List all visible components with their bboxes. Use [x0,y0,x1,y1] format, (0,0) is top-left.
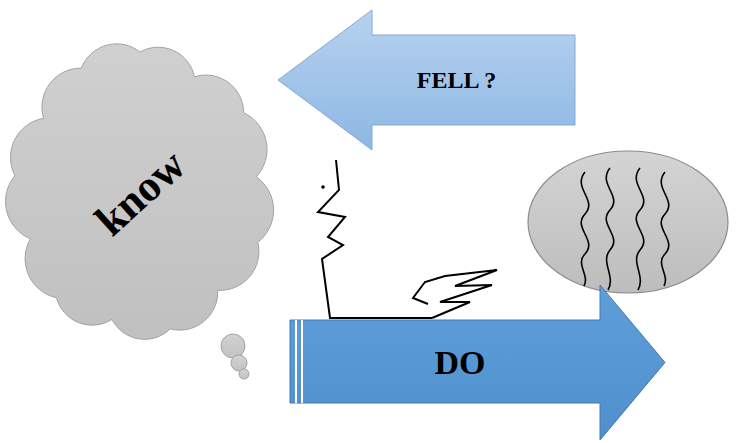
arrow-shape [278,10,575,150]
cloud-shape [6,44,274,339]
node-label: FELL ? [417,67,496,94]
figure-profile [318,160,432,318]
pointing-hand [413,270,497,318]
wavy-line [581,172,589,286]
thought-cloud: know [2,40,278,345]
thinking-figure [318,160,497,318]
arrow-stripe [301,320,303,403]
thought-bubbles [221,334,249,379]
node-label: know [85,139,195,246]
thought-bubble [239,369,249,379]
node-text-area: FELL ? [278,10,575,150]
feeling-oval [528,151,728,293]
thought-bubble [221,334,245,358]
feel-arrow: FELL ? [278,10,575,150]
arrow-shape [290,285,665,440]
wavy-line [636,168,644,290]
figure-eye [321,185,325,189]
arrow-stripe [295,320,297,403]
node-text-area: know [2,40,278,345]
node-text-area: DO [290,285,665,440]
do-arrow: DO [290,285,665,440]
wavy-line [606,168,614,290]
node-label: DO [435,344,486,382]
oval-shape [528,151,728,293]
wavy-line [661,172,669,286]
